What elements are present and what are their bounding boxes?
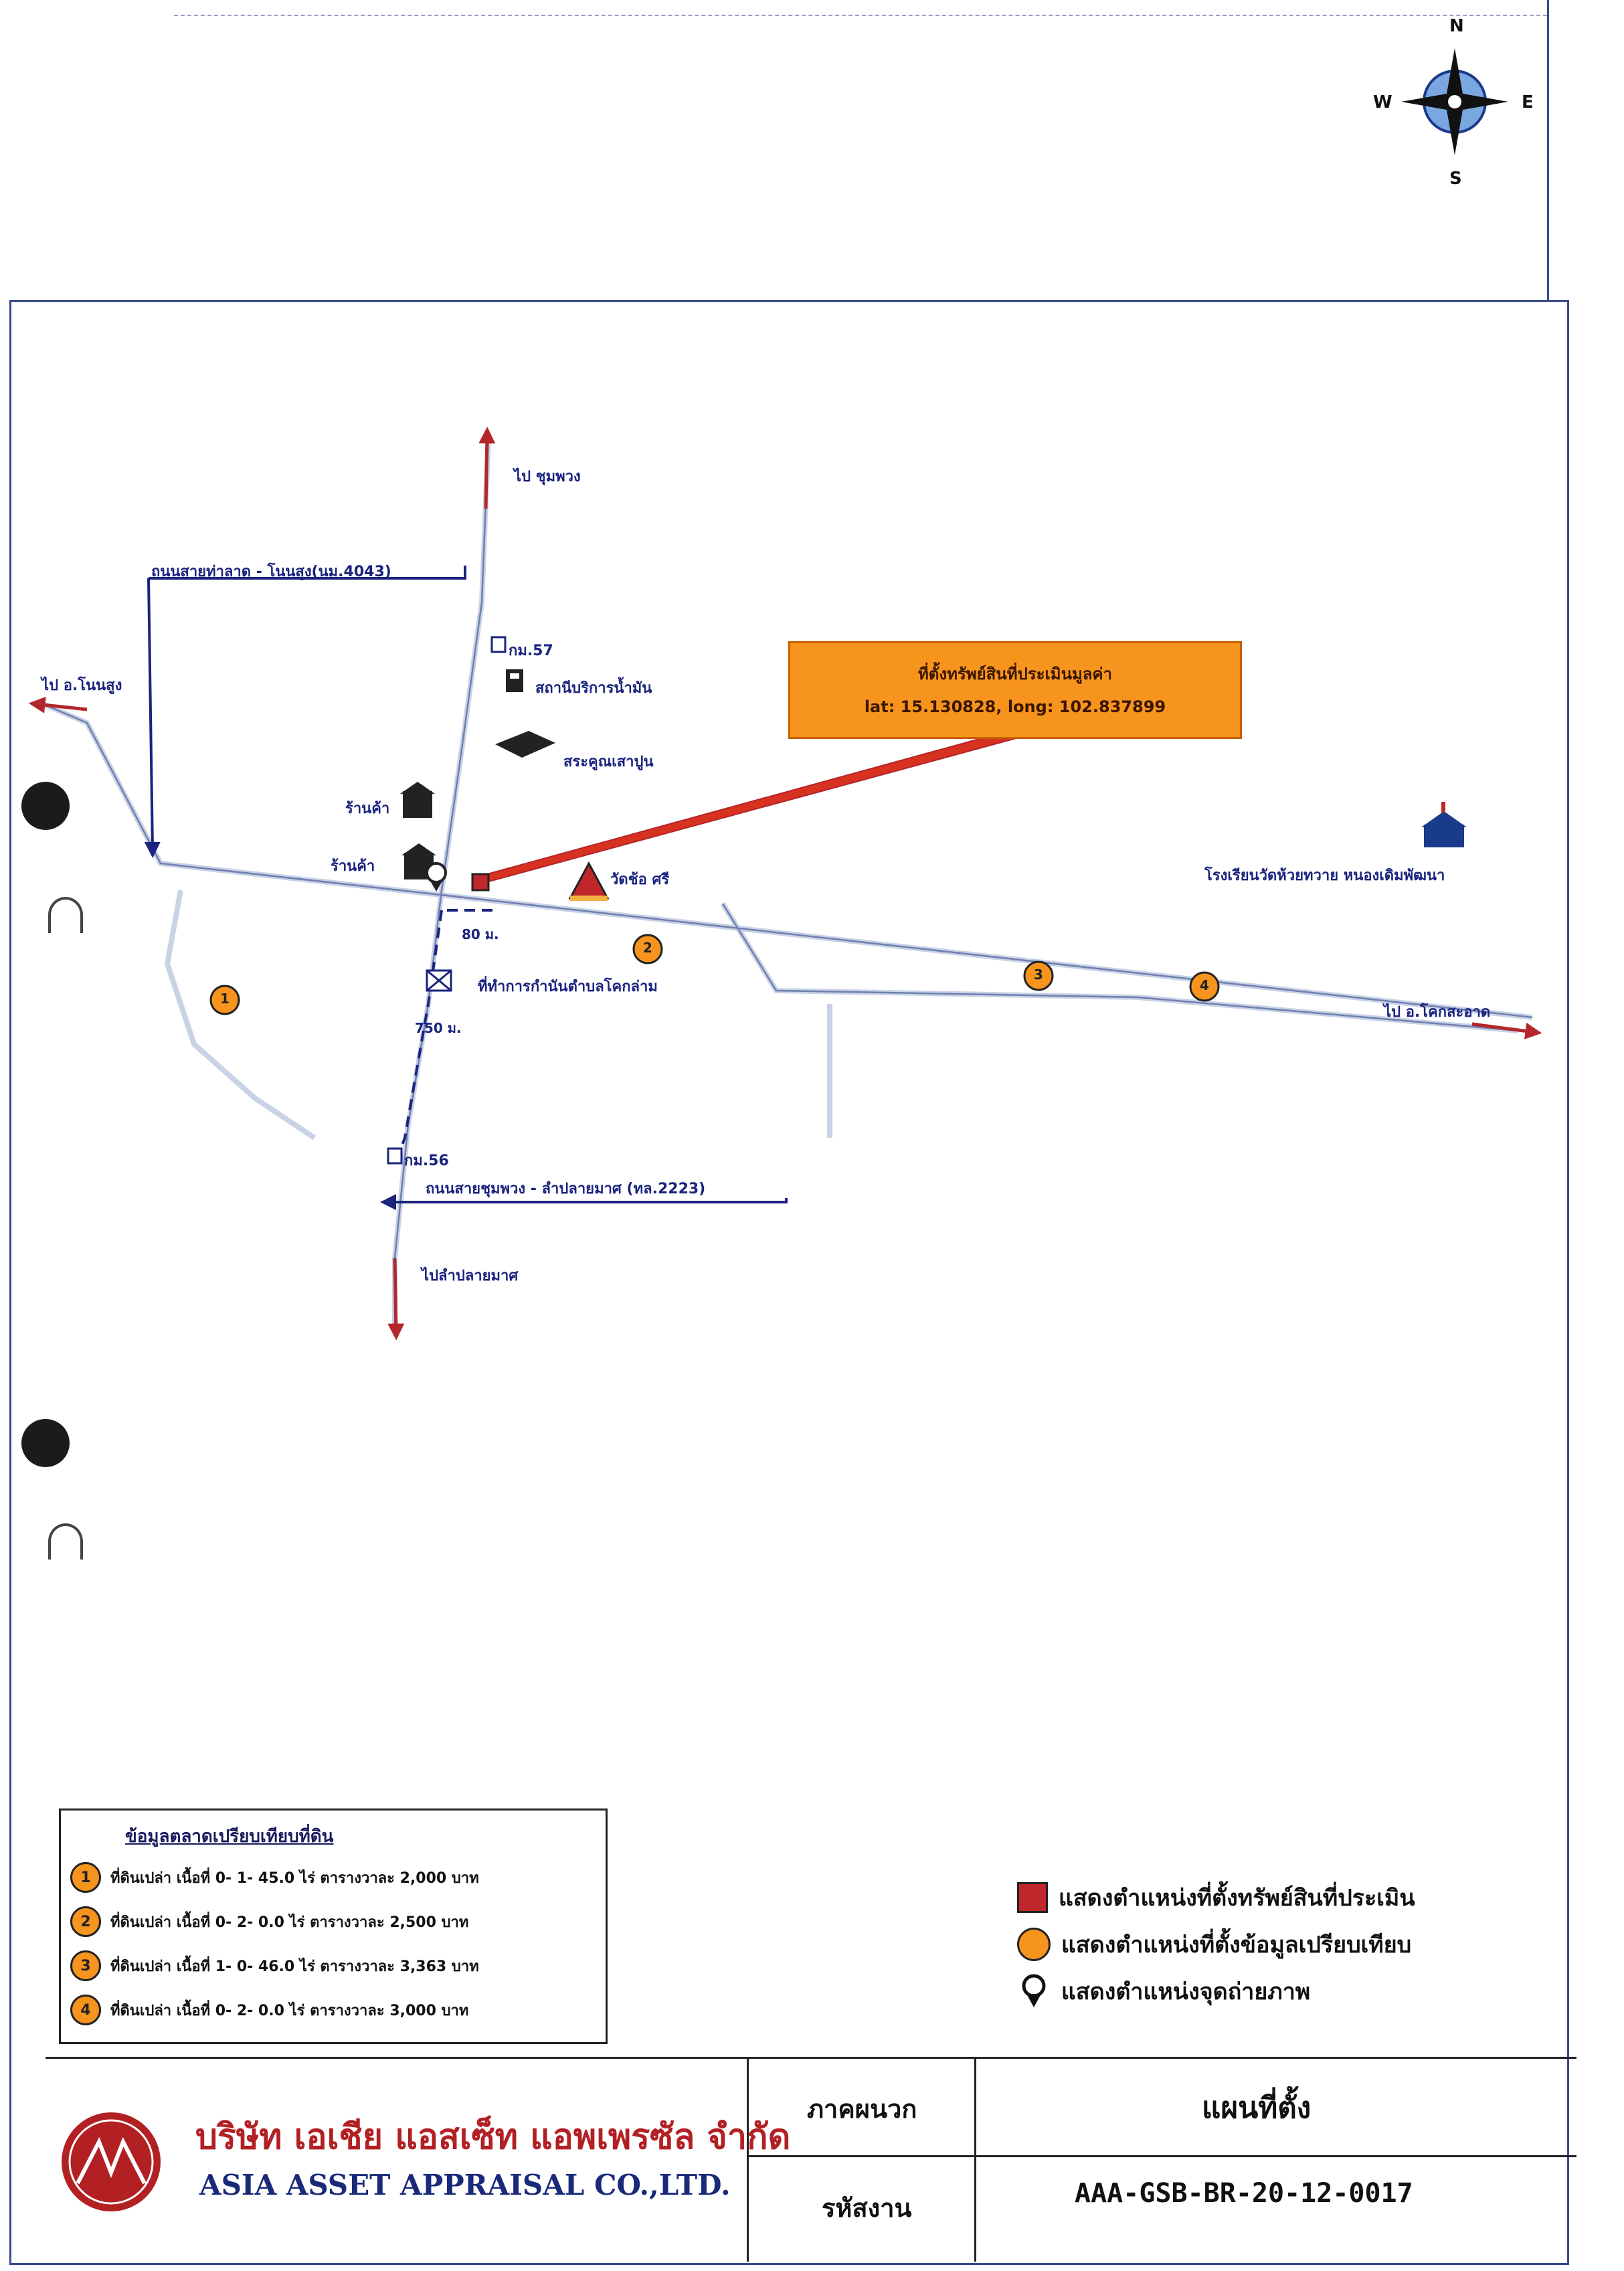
legend-title: ข้อมูลตลาดเปรียบเทียบที่ดิน: [125, 1827, 334, 1847]
label-road-2223: ถนนสายชุมพวง - ลำปลายมาศ (ทล.2223): [426, 1181, 706, 1197]
symbol-legend: แสดงตำแหน่งที่ตั้งทรัพย์สินที่ประเมิน แส…: [1017, 1874, 1552, 2035]
label-to-chumphuang: ไป ชุมพวง: [514, 469, 581, 485]
binder-hole: [21, 1419, 70, 1467]
pond-icon: [495, 731, 555, 758]
comparable-number-3: 3: [1034, 966, 1043, 983]
office-icon: [426, 969, 452, 992]
comparable-number-1: 1: [220, 991, 230, 1007]
binder-clip: [48, 1523, 83, 1560]
comparable-marker-2: [632, 934, 663, 964]
legend-row: แสดงตำแหน่งที่ตั้งข้อมูลเปรียบเทียบ: [1017, 1921, 1552, 1968]
legend-marker-icon: 3: [70, 1950, 101, 1981]
comparable-marker-1: [209, 985, 240, 1015]
legend-text: แสดงตำแหน่งที่ตั้งทรัพย์สินที่ประเมิน: [1059, 1885, 1415, 1912]
subject-callout-box: ที่ตั้งทรัพย์สินที่ประเมินมูลค่า lat: 15…: [788, 641, 1242, 739]
legend-marker-icon: 1: [70, 1862, 101, 1893]
label-temple: วัดช้อ ศรี: [610, 871, 670, 888]
label-km57: กม.57: [509, 643, 553, 659]
legend-row: 2 ที่ดินเปล่า เนื้อที่ 0- 2- 0.0 ไร่ ตาร…: [61, 1900, 606, 1944]
km-post-icon: [490, 636, 507, 653]
shop-icon: [400, 782, 435, 818]
comparable-circle-icon: [1017, 1928, 1051, 1961]
label-shop-1: ร้านค้า: [345, 801, 390, 817]
legend-row: 4 ที่ดินเปล่า เนื้อที่ 0- 2- 0.0 ไร่ ตาร…: [61, 1988, 606, 2032]
company-name-en: ASIA ASSET APPRAISAL CO.,LTD.: [199, 2169, 731, 2201]
callout-coordinates: lat: 15.130828, long: 102.837899: [864, 697, 1166, 716]
label-distance-750: 750 ม.: [415, 1020, 462, 1036]
gas-station-icon: [506, 669, 523, 692]
compass-n: N: [1449, 16, 1464, 36]
legend-text: แสดงตำแหน่งจุดถ่ายภาพ: [1061, 1979, 1311, 2005]
title-block-divider: [747, 2057, 749, 2262]
label-road-4043: ถนนสายท่าลาด - โนนสูง(นม.4043): [151, 564, 391, 580]
label-to-lamplaimat: ไปลำปลายมาศ: [422, 1268, 519, 1284]
subject-square-icon: [1017, 1882, 1048, 1913]
title-block-divider: [974, 2057, 976, 2262]
binder-clip: [48, 897, 83, 933]
label-sao-office: ที่ทำการกำนันตำบลโคกล่าม: [478, 979, 658, 995]
company-name-th: บริษัท เอเชีย แอสเซ็ท แอพเพรซัล จำกัด: [195, 2117, 791, 2157]
binder-hole: [21, 782, 70, 830]
callout-title: ที่ตั้งทรัพย์สินที่ประเมินมูลค่า: [917, 665, 1113, 683]
legend-row: 1 ที่ดินเปล่า เนื้อที่ 0- 1- 45.0 ไร่ ตา…: [61, 1855, 606, 1900]
legend-text: ที่ดินเปล่า เนื้อที่ 1- 0- 46.0 ไร่ ตารา…: [110, 1958, 479, 1975]
photo-point-icon: [1022, 1974, 1046, 2007]
legend-text: ที่ดินเปล่า เนื้อที่ 0- 1- 45.0 ไร่ ตารา…: [110, 1869, 479, 1887]
legend-row: แสดงตำแหน่งจุดถ่ายภาพ: [1017, 1968, 1552, 2015]
title-block-divider: [747, 2155, 1576, 2157]
label-km56: กม.56: [404, 1153, 449, 1169]
page-border-right-upper: [1547, 0, 1549, 300]
label-shop-2: ร้านค้า: [331, 858, 375, 875]
map-frame: [9, 300, 1569, 2265]
label-to-nonsung: ไป อ.โนนสูง: [41, 677, 122, 694]
photo-point-icon: [426, 862, 447, 892]
callout-pointer: [471, 736, 1024, 886]
direction-arrow-east: [1471, 1022, 1542, 1039]
legend-row: แสดงตำแหน่งที่ตั้งทรัพย์สินที่ประเมิน: [1017, 1874, 1552, 1921]
page-border-top: [174, 15, 1547, 16]
subject-property-marker: [471, 873, 490, 892]
appendix-label: ภาคผนวก: [807, 2094, 917, 2124]
label-to-khoksaat: ไป อ.โคกสะอาด: [1384, 1004, 1491, 1021]
comparable-number-2: 2: [643, 940, 652, 956]
compass-w: W: [1373, 92, 1392, 112]
legend-marker-icon: 4: [70, 1995, 101, 2025]
comparable-marker-3: [1023, 960, 1054, 991]
km-post-icon: [387, 1147, 403, 1165]
legend-marker-icon: 2: [70, 1906, 101, 1937]
legend-text: ที่ดินเปล่า เนื้อที่ 0- 2- 0.0 ไร่ ตาราง…: [110, 2002, 469, 2019]
label-cement-pond: สระคูณเสาปูน: [563, 754, 654, 770]
temple-icon: [568, 861, 610, 901]
label-gas-station: สถานีบริการน้ำมัน: [535, 680, 652, 697]
title-block: [46, 2057, 1576, 2264]
compass-e: E: [1522, 92, 1534, 112]
road-4043-leader: [144, 566, 466, 858]
compass-rose-icon: [1401, 48, 1508, 155]
label-school: โรงเรียนวัดห้วยทวาย หนองเดิมพัฒนา: [1204, 867, 1445, 884]
comparable-marker-4: [1189, 971, 1220, 1002]
job-code-value: AAA-GSB-BR-20-12-0017: [1075, 2178, 1413, 2209]
appendix-value: แผนที่ตั้ง: [1202, 2091, 1312, 2125]
company-logo-icon: [62, 2112, 161, 2211]
direction-arrow-west: [28, 696, 88, 713]
job-code-label: รหัสงาน: [822, 2193, 912, 2223]
direction-arrow-north: [478, 426, 496, 509]
comparable-land-legend: ข้อมูลตลาดเปรียบเทียบที่ดิน 1 ที่ดินเปล่…: [59, 1809, 608, 2044]
road-2223-leader: [380, 1194, 788, 1210]
label-distance-80: 80 ม.: [462, 926, 499, 942]
legend-row: 3 ที่ดินเปล่า เนื้อที่ 1- 0- 46.0 ไร่ ตา…: [61, 1944, 606, 1988]
legend-text: ที่ดินเปล่า เนื้อที่ 0- 2- 0.0 ไร่ ตาราง…: [110, 1914, 469, 1931]
comparable-number-4: 4: [1200, 977, 1209, 993]
school-icon: [1421, 802, 1467, 847]
direction-arrow-south: [387, 1258, 405, 1341]
legend-text: แสดงตำแหน่งที่ตั้งข้อมูลเปรียบเทียบ: [1061, 1932, 1412, 1958]
compass-s: S: [1449, 169, 1462, 189]
